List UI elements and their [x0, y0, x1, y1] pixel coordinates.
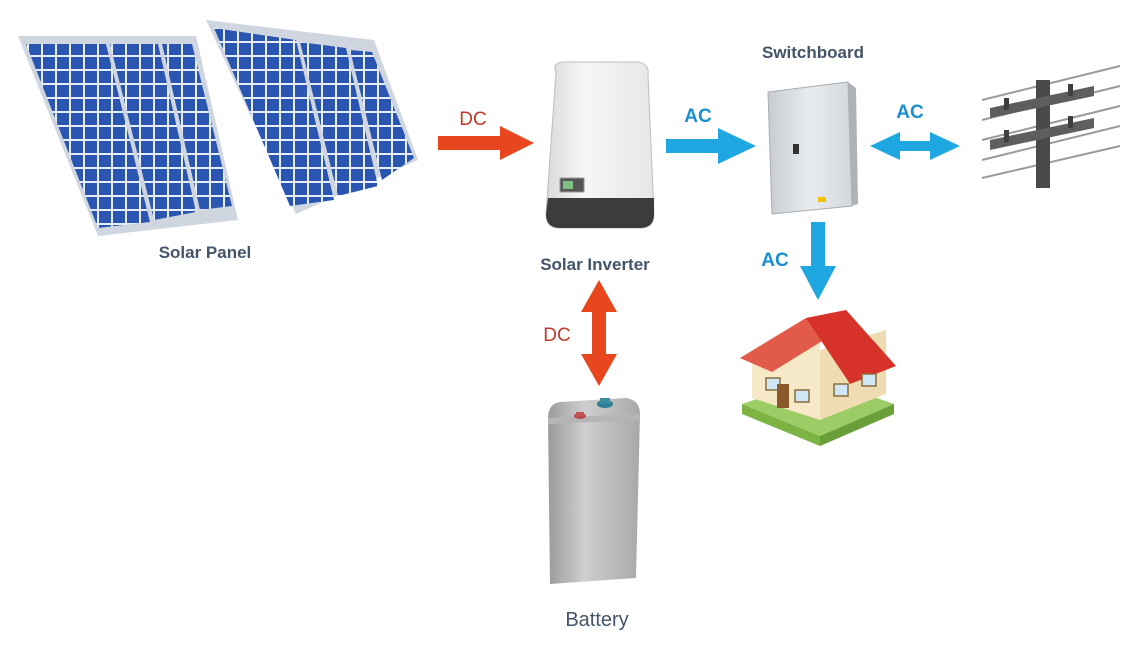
ac-label-switchboard-house: AC — [761, 250, 789, 271]
dc-arrow-inverter-battery — [581, 280, 617, 386]
house-icon — [740, 310, 896, 446]
power-pole-icon — [981, 65, 1121, 188]
switchboard-label: Switchboard — [762, 43, 864, 62]
solar-panel-icon — [18, 20, 418, 236]
inverter-icon — [545, 61, 655, 229]
solar-inverter-label: Solar Inverter — [540, 255, 650, 274]
ac-arrow-switchboard-grid — [870, 132, 960, 160]
ac-label-inverter-switchboard: AC — [684, 106, 712, 127]
dc-arrow-panel-inverter — [438, 126, 534, 160]
dc-label-inverter-battery: DC — [543, 325, 570, 346]
ac-arrow-switchboard-house — [800, 222, 836, 300]
battery-icon — [548, 398, 640, 584]
ac-label-switchboard-grid: AC — [896, 102, 924, 123]
dc-label-panel-inverter: DC — [459, 109, 486, 130]
battery-label: Battery — [565, 609, 628, 631]
ac-arrow-inverter-switchboard — [666, 128, 756, 164]
switchboard-icon — [767, 81, 858, 215]
solar-panel-label: Solar Panel — [159, 243, 252, 262]
